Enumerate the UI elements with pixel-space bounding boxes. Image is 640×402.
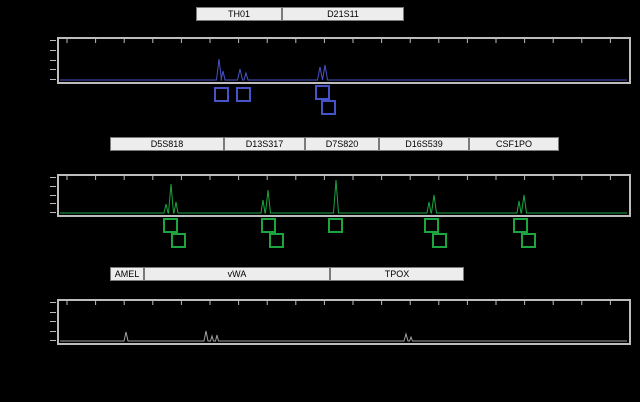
y-axis-tick (50, 79, 56, 80)
marker-label-d5s818[interactable]: D5S818 (110, 137, 224, 151)
allele-call-box[interactable] (261, 218, 276, 233)
electropherogram-panel-2[interactable] (57, 174, 631, 217)
marker-label-d7s820[interactable]: D7S820 (305, 137, 379, 151)
allele-call-box[interactable] (163, 218, 178, 233)
marker-label-amel[interactable]: AMEL (110, 267, 144, 281)
y-axis-tick (50, 185, 56, 187)
y-axis-tick (50, 321, 56, 322)
y-axis-tick (50, 40, 56, 41)
marker-label-d16s539[interactable]: D16S539 (379, 137, 469, 151)
y-axis-tick (50, 69, 56, 71)
electropherogram-panel-1[interactable] (57, 37, 631, 84)
dye-trace-gray (60, 301, 627, 342)
y-axis-tick (50, 177, 56, 178)
y-axis-tick (50, 340, 56, 341)
allele-call-box[interactable] (432, 233, 447, 248)
y-axis-tick (50, 203, 56, 205)
dye-trace-blue (60, 39, 627, 81)
marker-label-th01[interactable]: TH01 (196, 7, 282, 21)
allele-call-box[interactable] (424, 218, 439, 233)
marker-label-vwa[interactable]: vWA (144, 267, 330, 281)
allele-call-box[interactable] (214, 87, 229, 102)
allele-call-box[interactable] (321, 100, 336, 115)
y-axis-tick (50, 49, 56, 51)
marker-label-d21s11[interactable]: D21S11 (282, 7, 404, 21)
y-axis-tick (50, 302, 56, 303)
y-axis-tick (50, 59, 56, 61)
trace-line-gray (60, 330, 627, 342)
trace-line-green (60, 179, 627, 214)
y-axis-tick (50, 311, 56, 313)
allele-call-box[interactable] (269, 233, 284, 248)
marker-label-tpox[interactable]: TPOX (330, 267, 464, 281)
dye-trace-green (60, 176, 627, 214)
allele-call-box[interactable] (236, 87, 251, 102)
marker-label-csf1po[interactable]: CSF1PO (469, 137, 559, 151)
y-axis-tick (50, 330, 56, 332)
y-axis-tick (50, 212, 56, 213)
marker-label-d13s317[interactable]: D13S317 (224, 137, 305, 151)
y-axis-tick (50, 194, 56, 196)
allele-call-box[interactable] (328, 218, 343, 233)
allele-call-box[interactable] (513, 218, 528, 233)
allele-call-box[interactable] (315, 85, 330, 100)
trace-line-blue (60, 58, 627, 81)
allele-call-box[interactable] (521, 233, 536, 248)
electropherogram-panel-3[interactable] (57, 299, 631, 345)
allele-call-box[interactable] (171, 233, 186, 248)
